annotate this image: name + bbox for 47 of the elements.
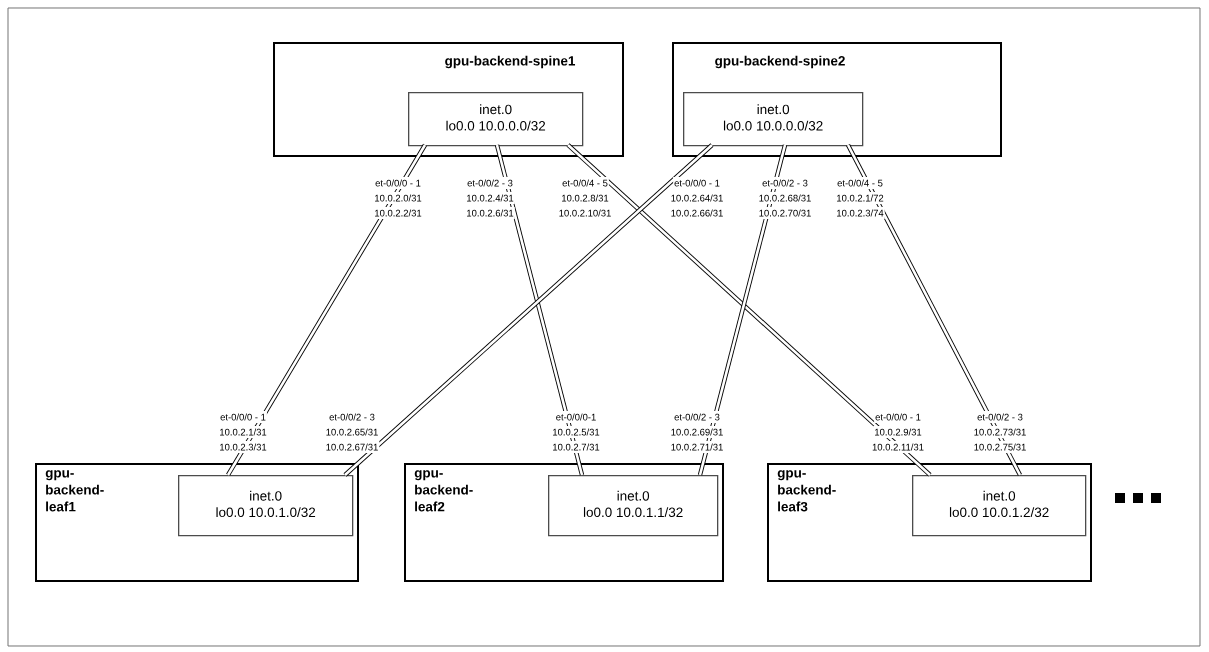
port-label: et-0/0/4 - 5 (836, 177, 884, 189)
port-label: 10.0.2.9/31 (873, 426, 923, 438)
port-label: 10.0.2.3/31 (218, 441, 268, 453)
interface-box: inet.0 lo0.0 10.0.1.2/32 (912, 475, 1087, 537)
port-label: et-0/0/2 - 3 (761, 177, 809, 189)
port-label: et-0/0/0 - 1 (673, 177, 721, 189)
port-label: 10.0.2.5/31 (551, 426, 601, 438)
port-label: 10.0.2.3/74 (835, 207, 885, 219)
link-line (226, 143, 427, 477)
link-line (697, 144, 788, 476)
port-label: et-0/0/0 - 1 (219, 411, 267, 423)
port-label: 10.0.2.10/31 (557, 207, 613, 219)
port-label: 10.0.2.11/31 (871, 441, 925, 453)
interface-box: inet.0 lo0.0 10.0.0.0/32 (683, 92, 864, 147)
link-line (494, 144, 585, 476)
port-label: 10.0.2.68/31 (757, 192, 813, 204)
interface-box: inet.0 lo0.0 10.0.1.0/32 (178, 475, 354, 537)
port-label: 10.0.2.4/31 (465, 192, 515, 204)
port-label: et-0/0/2 - 3 (328, 411, 376, 423)
port-label: et-0/0/2 - 3 (673, 411, 721, 423)
link-line (566, 143, 932, 477)
port-label: et-0/0/0 - 1 (374, 177, 422, 189)
port-label: et-0/0/0 - 1 (874, 411, 922, 423)
port-label: et-0/0/2 - 3 (466, 177, 514, 189)
port-label: 10.0.2.75/31 (972, 441, 1028, 453)
port-label: et-0/0/4 - 5 (561, 177, 609, 189)
port-label: 10.0.2.67/31 (324, 441, 380, 453)
port-label: 10.0.2.65/31 (324, 426, 380, 438)
link-line (343, 143, 714, 477)
interface-box: inet.0 lo0.0 10.0.1.1/32 (548, 475, 719, 537)
port-label: et-0/0/0-1 (554, 411, 598, 423)
link-line (846, 144, 1022, 476)
interface-box: inet.0 lo0.0 10.0.0.0/32 (408, 92, 584, 147)
port-label: 10.0.2.66/31 (669, 207, 725, 219)
port-label: 10.0.2.6/31 (465, 207, 515, 219)
port-label: 10.0.2.1/72 (835, 192, 885, 204)
port-label: 10.0.2.69/31 (669, 426, 725, 438)
port-label: 10.0.2.1/31 (218, 426, 268, 438)
port-label: 10.0.2.7/31 (551, 441, 601, 453)
port-label: 10.0.2.8/31 (560, 192, 610, 204)
port-label: 10.0.2.73/31 (972, 426, 1028, 438)
port-label: et-0/0/2 - 3 (976, 411, 1024, 423)
port-label: 10.0.2.70/31 (757, 207, 813, 219)
port-label: 10.0.2.0/31 (373, 192, 423, 204)
port-label: 10.0.2.2/31 (373, 207, 423, 219)
port-label: 10.0.2.71/31 (669, 441, 725, 453)
port-label: 10.0.2.64/31 (669, 192, 725, 204)
